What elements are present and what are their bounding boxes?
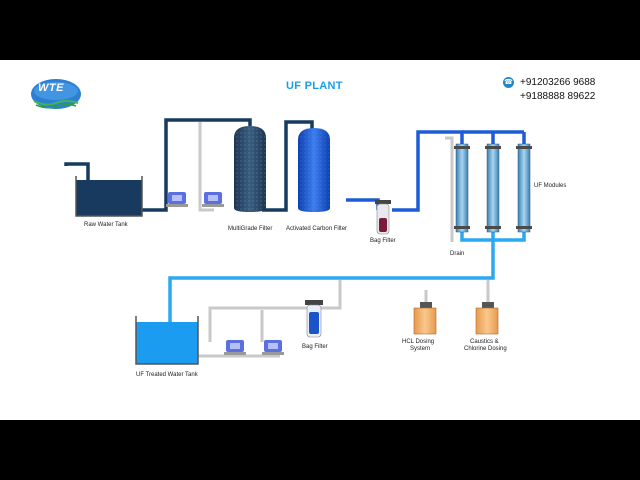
grey-pipe-treated-bypass (208, 280, 342, 342)
bag-filter-2-vessel (305, 300, 323, 338)
light-pipe-uf-outlet-header (460, 232, 526, 242)
uf-treated-water-tank (135, 316, 199, 365)
uf-module-1 (454, 143, 470, 233)
letterbox-bottom (0, 420, 640, 480)
treated-pump-1 (224, 340, 246, 355)
label-bag-filter-2: Bag Filter (302, 344, 328, 350)
bag-filter-1-vessel (375, 200, 391, 235)
light-pipe-uf-to-treated-tank (168, 232, 495, 322)
label-bag-filter-1: Bag Filter (370, 238, 396, 244)
blue-pipes (346, 130, 526, 212)
raw-pump-2 (202, 192, 224, 207)
label-uf-treated-water-tank: UF Treated Water Tank (136, 372, 198, 378)
blue-pipe-bag-to-uf (392, 130, 464, 212)
dark-pipe-raw-inlet (64, 162, 90, 180)
activated-carbon-filter-vessel (298, 128, 330, 212)
phone-number-2: +9188888 89622 (520, 91, 596, 102)
dark-pipe-to-mgf (142, 118, 252, 212)
label-raw-water-tank: Raw Water Tank (84, 222, 128, 228)
diagram-canvas: WTE UF PLANT ☎ +91203266 9688 +9188888 8… (0, 60, 640, 420)
raw-pump-1 (166, 192, 188, 207)
grey-pipe-drain (445, 136, 454, 242)
label-caustic-dosing-line-2: Chlorine Dosing (464, 346, 507, 352)
hcl-dosing-tank (413, 302, 437, 335)
letterbox-top (0, 0, 640, 60)
blue-pipe-acf-to-bag (346, 198, 380, 210)
uf-module-3 (516, 143, 532, 233)
label-uf-modules: UF Modules (534, 183, 567, 189)
label-hcl-dosing-line-2: System (410, 346, 431, 352)
label-drain: Drain (450, 251, 465, 257)
wte-logo-icon (31, 79, 81, 109)
dark-pipe-mgf-to-acf (262, 120, 314, 212)
label-caustic-dosing-line-1: Caustics & (470, 339, 499, 345)
process-diagram (64, 118, 532, 365)
grey-pipe-mgf-bypass (198, 122, 214, 212)
label-multigrade-filter: MultiGrade Filter (228, 226, 273, 232)
treated-pump-2 (262, 340, 284, 355)
phone-icon: ☎ (503, 77, 514, 88)
multigrade-filter-vessel (234, 126, 266, 212)
dark-pipes (64, 118, 314, 212)
phone-number-1: +91203266 9688 (520, 77, 596, 88)
page-title: UF PLANT (286, 80, 343, 92)
caustic-dosing-tank (475, 302, 499, 335)
light-pipes (168, 232, 526, 322)
logo-text: WTE (38, 82, 64, 94)
raw-water-tank (75, 176, 143, 217)
uf-module-2 (485, 143, 501, 233)
label-activated-carbon-filter: Activated Carbon Filter (286, 226, 348, 232)
label-hcl-dosing-line-1: HCL Dosing (402, 339, 435, 345)
